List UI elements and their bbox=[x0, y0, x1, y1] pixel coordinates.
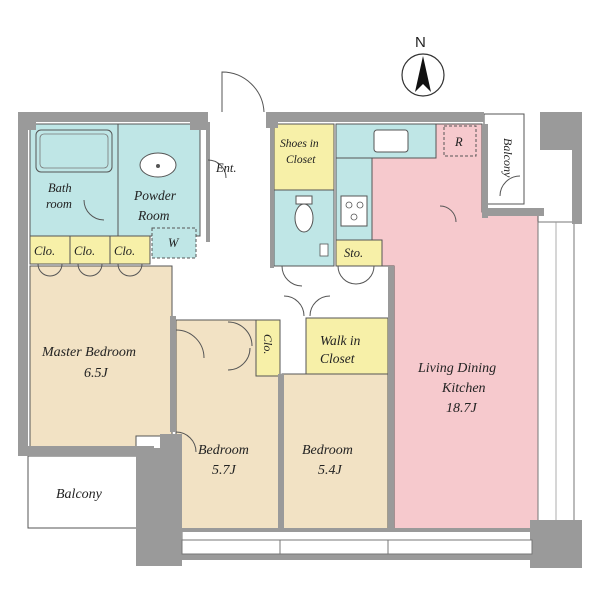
bathroom-label-line1: Bath bbox=[48, 181, 72, 195]
storage-label: Sto. bbox=[344, 246, 363, 260]
closet-master-1 bbox=[29, 235, 71, 265]
walk-in-closet-label-line2: Closet bbox=[320, 351, 356, 366]
ldk-label-line2: Kitchen bbox=[441, 381, 486, 396]
refrigerator-label: R bbox=[454, 135, 463, 149]
balcony-west-label: Balcony bbox=[56, 487, 103, 502]
closet-master-3 bbox=[109, 235, 151, 265]
bedroom-2-label-line1: Bedroom bbox=[302, 443, 353, 458]
compass-label: N bbox=[415, 34, 426, 51]
master-bedroom-label-line1: Master Bedroom bbox=[41, 345, 136, 360]
bathtub bbox=[35, 129, 113, 173]
closet-master-label-3: Clo. bbox=[114, 244, 135, 258]
closet-master-label-1: Clo. bbox=[34, 244, 55, 258]
stove-icon bbox=[340, 195, 368, 227]
powder-room-label-line2: Room bbox=[137, 208, 170, 223]
balcony-east-label: Balcony bbox=[501, 138, 515, 178]
powder-room-label-line1: Powder bbox=[133, 188, 177, 203]
closet-small-label: Clo. bbox=[261, 334, 275, 354]
doors bbox=[37, 71, 521, 453]
washer-space bbox=[151, 227, 197, 259]
room-labels: Bath room Powder Room W Ent. Shoes in Cl… bbox=[34, 135, 515, 502]
bedroom-1-label-line1: Bedroom bbox=[198, 443, 249, 458]
bedroom-2-floor bbox=[281, 373, 389, 531]
entrance-label: Ent. bbox=[215, 161, 236, 175]
ldk-label-line3: 18.7J bbox=[446, 401, 478, 416]
washer-label: W bbox=[168, 236, 180, 250]
walls bbox=[18, 112, 582, 568]
powder-room-floor bbox=[117, 123, 201, 237]
balcony-east-floor bbox=[483, 113, 525, 205]
balcony-west-floor bbox=[27, 455, 155, 529]
master-bedroom-label-line2: 6.5J bbox=[84, 366, 109, 381]
compass: N bbox=[401, 34, 445, 97]
toilet-icon bbox=[294, 203, 314, 233]
shoes-closet-floor bbox=[273, 123, 335, 191]
closet-small bbox=[255, 319, 281, 377]
ldk-label-line1: Living Dining bbox=[417, 361, 496, 376]
closet-master-label-2: Clo. bbox=[74, 244, 95, 258]
bedroom-1-label-line2: 5.7J bbox=[212, 463, 237, 478]
shoes-closet-label-line2: Closet bbox=[286, 154, 316, 166]
refrigerator-space bbox=[443, 125, 477, 157]
storage-floor bbox=[335, 239, 383, 267]
bedroom-2-label-line2: 5.4J bbox=[318, 463, 343, 478]
floor-fills bbox=[27, 113, 575, 541]
north-arrow-icon bbox=[415, 56, 431, 92]
bathroom-label-line2: room bbox=[46, 197, 72, 211]
shoes-closet-label-line1: Shoes in bbox=[280, 138, 319, 150]
walk-in-closet-label-line1: Walk in bbox=[320, 333, 361, 348]
kitchen-sink-icon bbox=[373, 129, 409, 153]
